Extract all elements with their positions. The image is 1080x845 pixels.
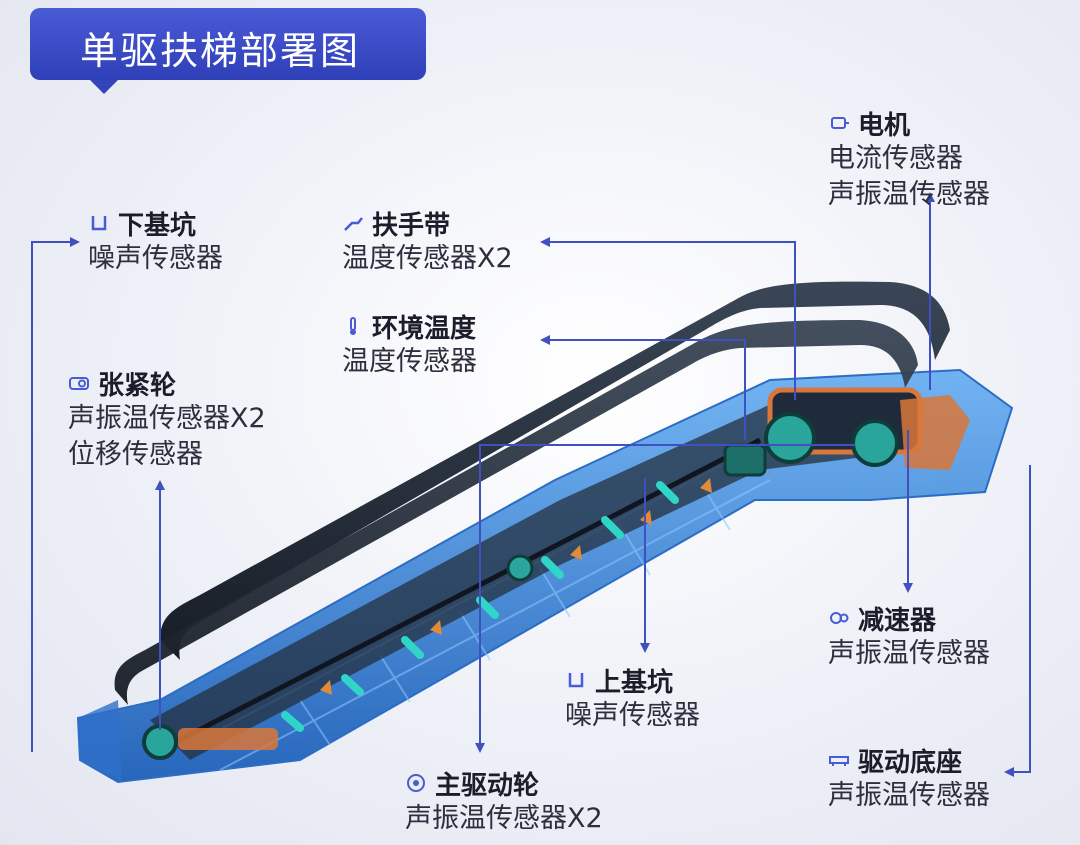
gearbox-icon xyxy=(830,612,849,624)
label-line: 噪声传感器 xyxy=(565,700,700,731)
label-name: 上基坑 xyxy=(595,667,674,698)
label-name: 下基坑 xyxy=(118,210,197,241)
label-line: 声振温传感器 xyxy=(828,179,990,210)
label-main-drive-wheel: 主驱动轮 声振温传感器X2 xyxy=(405,765,603,837)
base-icon xyxy=(829,756,849,766)
label-motor: 电机 电流传感器 声振温传感器 xyxy=(828,105,990,213)
label-upper-pit: 上基坑 噪声传感器 xyxy=(565,662,700,734)
label-reducer: 减速器 声振温传感器 xyxy=(828,600,990,672)
page-title: 单驱扶梯部署图 xyxy=(80,29,361,73)
mid-wheel xyxy=(506,554,534,582)
label-tension-wheel: 张紧轮 声振温传感器X2 位移传感器 xyxy=(68,365,266,473)
label-name: 主驱动轮 xyxy=(435,770,540,801)
step-rollers xyxy=(281,481,679,732)
label-line: 声振温传感器 xyxy=(828,638,990,669)
label-line: 温度传感器 xyxy=(342,346,477,377)
label-line: 噪声传感器 xyxy=(88,243,223,274)
leader-lines xyxy=(31,200,1031,773)
label-line: 声振温传感器X2 xyxy=(405,803,603,834)
thermometer-icon xyxy=(350,317,356,335)
drive-assembly xyxy=(723,387,970,477)
label-line: 声振温传感器 xyxy=(828,780,990,811)
label-line: 声振温传感器X2 xyxy=(68,403,266,434)
label-name: 张紧轮 xyxy=(98,370,177,401)
pit-icon xyxy=(568,673,584,688)
label-line: 电流传感器 xyxy=(828,143,963,174)
label-name: 扶手带 xyxy=(372,210,451,241)
label-name: 电机 xyxy=(858,110,911,141)
pit-icon xyxy=(91,216,107,231)
tension-wheel xyxy=(142,724,278,760)
motor-icon xyxy=(831,117,849,129)
label-ambient-temp: 环境温度 温度传感器 xyxy=(342,308,477,380)
wheel-icon xyxy=(69,377,89,390)
leader-arrowheads xyxy=(70,192,1014,777)
label-name: 环境温度 xyxy=(372,313,477,344)
label-line: 位移传感器 xyxy=(68,439,203,470)
handrail-icon xyxy=(344,217,363,231)
label-handrail: 扶手带 温度传感器X2 xyxy=(342,205,513,277)
label-name: 驱动底座 xyxy=(858,747,963,778)
drive-wheel-icon xyxy=(407,774,425,792)
label-lower-pit: 下基坑 噪声传感器 xyxy=(88,205,223,277)
label-drive-base: 驱动底座 声振温传感器 xyxy=(828,742,990,814)
label-line: 温度传感器X2 xyxy=(342,243,513,274)
label-name: 减速器 xyxy=(858,605,937,636)
title-banner: 单驱扶梯部署图 xyxy=(30,8,426,94)
